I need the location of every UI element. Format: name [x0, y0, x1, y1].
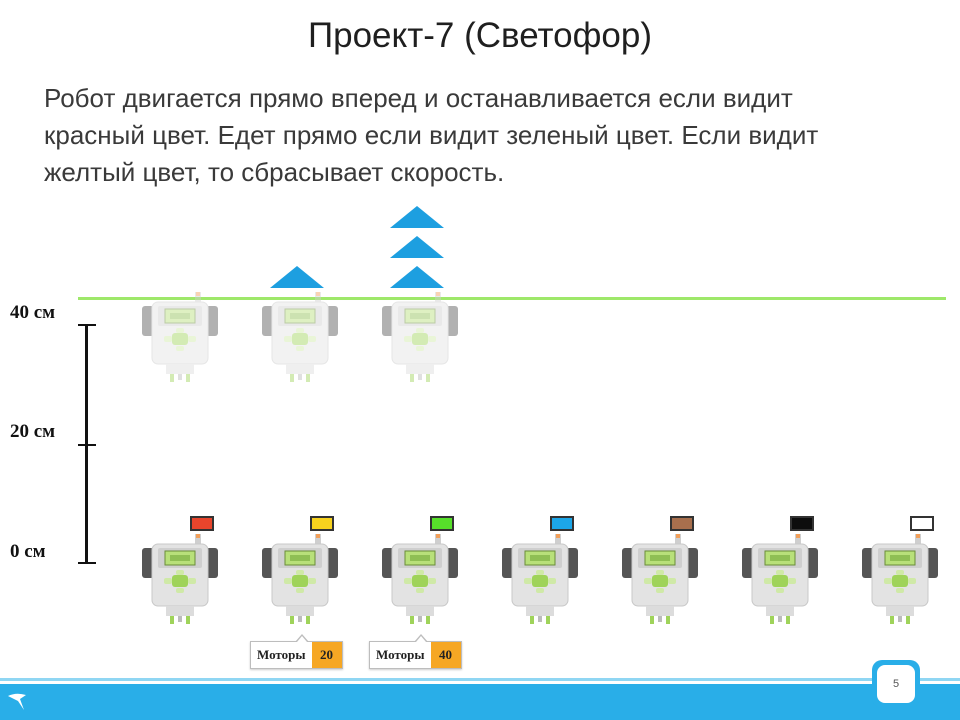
description-line-1: Робот двигается прямо вперед и останавли… [44, 83, 793, 113]
page-number-badge: 5 [872, 660, 920, 708]
ev3-robot-icon [142, 534, 218, 624]
speed-arrow-icon [270, 266, 324, 288]
motor-block-green: Моторы 40 [369, 634, 462, 669]
color-swatch-yellow [310, 516, 334, 531]
scale-label-20: 20 см [10, 421, 56, 442]
logo-icon [8, 693, 26, 710]
goal-line-40cm [78, 297, 946, 300]
ev3-robot-icon [742, 534, 818, 624]
description-line-2: красный цвет. Едет прямо если видит зеле… [44, 120, 819, 150]
ev3-robot-icon [382, 292, 458, 382]
ev3-robot-icon [502, 534, 578, 624]
color-swatch-blue [550, 516, 574, 531]
slide-title: Проект-7 (Светофор) [307, 16, 653, 55]
speed-arrow-icon [390, 236, 444, 258]
speed-arrow-icon [390, 266, 444, 288]
footer-bar [0, 684, 960, 720]
motor-block-label: Моторы [257, 647, 306, 662]
color-swatch-black [790, 516, 814, 531]
description-line-3: желтый цвет, то сбрасывает скорость. [44, 157, 505, 187]
ev3-robot-icon [262, 534, 338, 624]
color-swatch-brown [670, 516, 694, 531]
ev3-robot-icon [622, 534, 698, 624]
speed-arrow-icon [390, 206, 444, 228]
motor-block-value: 40 [430, 642, 461, 668]
motor-block-value: 20 [311, 642, 342, 668]
motor-block-label: Моторы [376, 647, 425, 662]
page-number: 5 [877, 665, 915, 703]
color-swatch-green [430, 516, 454, 531]
ev3-robot-icon [262, 292, 338, 382]
ev3-robot-icon [862, 534, 938, 624]
ruler-tick-20 [78, 444, 96, 446]
ruler-tick-0 [78, 562, 96, 564]
ruler-tick-40 [78, 324, 96, 326]
scale-label-40: 40 см [10, 302, 56, 323]
ev3-robot-icon [142, 292, 218, 382]
color-swatch-red [190, 516, 214, 531]
footer-accent-line [0, 678, 960, 681]
slide-description: Робот двигается прямо вперед и останавли… [44, 80, 934, 191]
scale-label-0: 0 см [10, 541, 46, 562]
ev3-robot-icon [382, 534, 458, 624]
color-swatch-white [910, 516, 934, 531]
motor-block-yellow: Моторы 20 [250, 634, 343, 669]
